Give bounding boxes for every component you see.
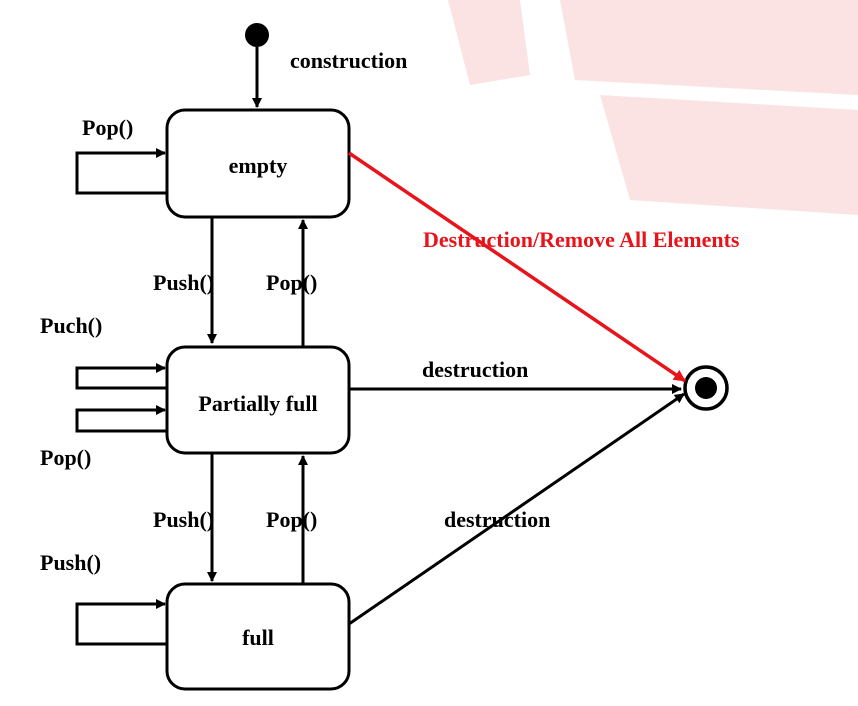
final-state-dot (695, 377, 717, 399)
background-watermark (448, 0, 858, 215)
empty-self-pop-label: Pop() (82, 115, 133, 140)
state-empty (165, 108, 351, 219)
construction-label: construction (290, 48, 407, 73)
partial-self-puch-loop (75, 363, 167, 390)
state-empty-label: empty (229, 153, 288, 178)
partial-self-puch-label: Puch() (40, 313, 102, 338)
full-self-push-loop (75, 599, 167, 646)
empty-to-partial-push-label: Push() (153, 270, 214, 295)
full-self-push-label: Push() (40, 550, 101, 575)
partial-destruction-label: destruction (422, 357, 528, 382)
full-destruction-label: destruction (444, 507, 550, 532)
partial-self-pop-label: Pop() (40, 445, 91, 470)
state-partially-full (165, 345, 351, 455)
empty-destruction-transition (348, 151, 686, 383)
final-state (683, 365, 729, 411)
state-partially-full-label: Partially full (198, 391, 317, 416)
empty-self-pop-loop (75, 148, 167, 195)
state-full-label: full (242, 625, 274, 650)
initial-state-dot (245, 23, 269, 47)
state-full (165, 582, 351, 691)
partial-self-pop-loop (75, 405, 167, 433)
partial-to-full-push-label: Push() (153, 507, 214, 532)
full-destruction-transition (348, 392, 685, 626)
empty-destruction-label: Destruction/Remove All Elements (423, 227, 740, 252)
partial-to-empty-pop-label: Pop() (266, 270, 317, 295)
full-to-partial-pop-label: Pop() (266, 507, 317, 532)
